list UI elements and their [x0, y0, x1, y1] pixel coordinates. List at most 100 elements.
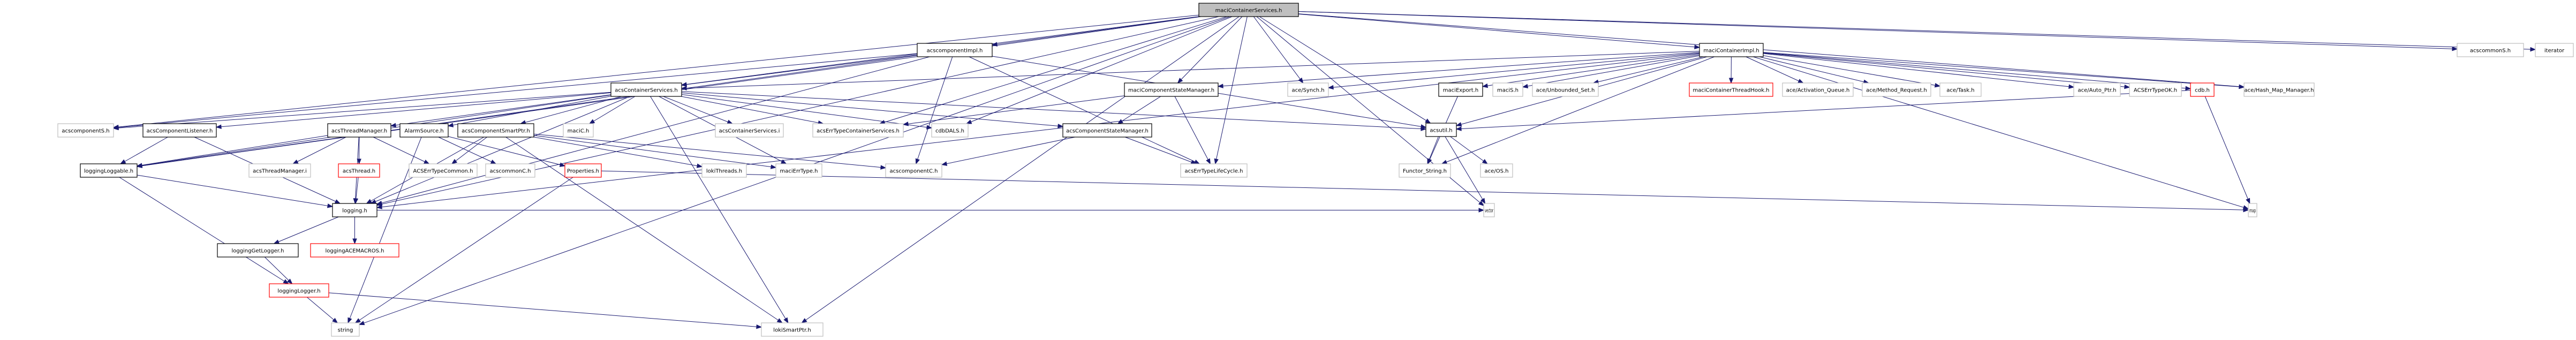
node-label: acsThread.h: [343, 169, 375, 175]
node-box[interactable]: [2190, 82, 2215, 97]
node-box: [1862, 82, 1931, 97]
arrowhead-icon: [941, 161, 948, 166]
node-box: [1492, 82, 1523, 97]
node-acsComponentListener[interactable]: acsComponentListener.h: [142, 123, 217, 138]
node-box[interactable]: [457, 123, 534, 138]
node-box[interactable]: [217, 243, 299, 258]
node-vector: vector: [1483, 203, 1495, 217]
node-box[interactable]: [610, 82, 682, 97]
node-label: acscomponentS.h: [62, 129, 109, 134]
edge-line: [1482, 54, 1700, 87]
arrowhead-icon: [119, 159, 126, 164]
edge-line: [1450, 136, 1488, 164]
node-loggingLoggable[interactable]: loggingLoggable.h: [80, 163, 138, 178]
node-cdb[interactable]: cdb.h: [2190, 82, 2215, 97]
node-box[interactable]: [332, 203, 377, 217]
edge-line: [969, 56, 1200, 164]
node-box[interactable]: [142, 123, 217, 138]
arrowhead-icon: [1478, 200, 1485, 207]
node-acsThreadManager[interactable]: acsThreadManager.h: [327, 123, 391, 138]
node-acsComponentSmartPtr[interactable]: acsComponentSmartPtr.h: [457, 123, 534, 138]
arrowhead-icon: [1117, 119, 1123, 124]
node-label: loggingGetLogger.h: [232, 248, 284, 254]
node-label: maciExport.h: [1443, 88, 1478, 94]
edge-line: [1259, 16, 1431, 124]
node-aceHashMapManager: ace/Hash_Map_Manager.h: [2243, 82, 2315, 97]
node-acsComponentStateManager[interactable]: acsComponentStateManager.h: [1062, 123, 1152, 138]
edge-line: [328, 292, 762, 328]
node-box: [2457, 43, 2524, 57]
node-map: map: [2248, 203, 2257, 217]
node-box[interactable]: [1425, 123, 1457, 137]
node-acsThreadManagerI: acsThreadManager.i: [248, 163, 311, 178]
edge-line: [663, 96, 733, 124]
node-AlarmSource[interactable]: AlarmSource.h: [399, 123, 449, 138]
node-root[interactable]: maciContainerServices.h: [1198, 3, 1299, 17]
node-iterator: iterator: [2535, 43, 2574, 57]
node-loggingACEMACROS[interactable]: loggingACEMACROS.h: [310, 243, 399, 258]
edge-line: [451, 137, 487, 164]
node-label: acscomponentImpl.h: [927, 48, 983, 54]
node-box[interactable]: [1699, 43, 1764, 57]
node-box[interactable]: [1689, 82, 1773, 97]
edge-line: [1253, 16, 1304, 84]
node-box[interactable]: [1198, 3, 1299, 17]
node-box[interactable]: [1438, 82, 1483, 97]
node-box: [1287, 82, 1329, 97]
arrowhead-icon: [1482, 83, 1489, 88]
edge-acsComponentSmartPtr-to-lokiThreads: [533, 137, 703, 168]
arrowhead-icon: [1427, 158, 1432, 165]
node-box[interactable]: [399, 123, 449, 138]
node-loggingLogger[interactable]: loggingLogger.h: [269, 283, 329, 298]
node-box[interactable]: [1124, 82, 1219, 97]
node-aceAutoPtr: ace/Auto_Ptr.h: [2073, 82, 2121, 97]
edge-line: [681, 96, 824, 124]
node-maciComponentStateManager[interactable]: maciComponentStateManager.h: [1124, 82, 1219, 97]
node-box[interactable]: [269, 283, 329, 298]
arrowhead-icon: [215, 124, 222, 129]
node-logging[interactable]: logging.h: [332, 203, 377, 217]
edge-acsComponentStateManager-to-acsErrTypeLifeCycle: [1124, 137, 1197, 164]
edge-line: [274, 216, 339, 244]
arrowhead-icon: [358, 321, 365, 326]
node-maciContainerImpl[interactable]: maciContainerImpl.h: [1699, 43, 1764, 57]
node-label: acsComponentSmartPtr.h: [462, 129, 530, 134]
node-acsContainerServices[interactable]: acsContainerServices.h: [610, 82, 682, 97]
edge-line: [1763, 53, 2074, 88]
node-acscomponentImpl[interactable]: acscomponentImpl.h: [917, 43, 993, 57]
node-label: Properties.h: [567, 169, 599, 175]
node-loggingGetLogger[interactable]: loggingGetLogger.h: [217, 243, 299, 258]
node-maciExport[interactable]: maciExport.h: [1438, 82, 1483, 97]
arrowhead-icon: [559, 162, 566, 167]
node-box[interactable]: [327, 123, 391, 138]
edge-line: [373, 137, 429, 164]
node-aceSynch: ace/Synch.h: [1287, 82, 1329, 97]
edge-acsContainerServices-to-acsComponentListener: [215, 92, 611, 129]
node-box: [931, 123, 969, 138]
edge-line: [1763, 52, 2245, 88]
edge-line: [113, 92, 611, 129]
node-box: [485, 163, 535, 178]
node-box[interactable]: [917, 43, 993, 57]
node-box[interactable]: [80, 163, 138, 178]
arrowhead-icon: [2068, 84, 2075, 89]
node-box[interactable]: [338, 163, 380, 178]
edge-loggingLoggable-to-loggingLogger: [119, 177, 289, 284]
node-acsutil[interactable]: acsutil.h: [1425, 123, 1457, 137]
edge-acsContainerServices-to-acsThreadManager: [390, 94, 611, 127]
edge-Properties-to-map: [601, 170, 2249, 213]
node-box[interactable]: [564, 163, 602, 178]
node-maciContainerThreadHook[interactable]: maciContainerThreadHook.h: [1689, 82, 1773, 97]
node-Properties[interactable]: Properties.h: [564, 163, 602, 178]
node-box[interactable]: [310, 243, 399, 258]
node-box[interactable]: [1062, 123, 1152, 138]
node-acsThread[interactable]: acsThread.h: [338, 163, 380, 178]
edge-maciComponentStateManager-to-acsErrTypeLifeCycle: [1174, 96, 1211, 165]
arrowhead-icon: [334, 199, 341, 204]
arrowhead-icon: [1480, 198, 1486, 205]
edge-maciContainerImpl-to-maciComponentStateManager: [1217, 52, 1700, 88]
edge-acsutil-to-FunctorString: [1427, 136, 1439, 165]
edge-line: [448, 136, 565, 167]
edge-line: [966, 16, 1233, 124]
edge-logging-to-loggingGetLogger: [273, 216, 339, 244]
